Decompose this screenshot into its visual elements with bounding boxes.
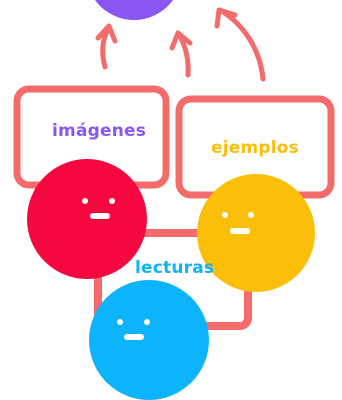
arrow-right [217,7,266,82]
blue-face-mouth [124,334,144,340]
arrowhead-left [95,23,118,44]
yellow-face [197,174,315,292]
ejemplos-label: ejemplos [211,138,299,158]
blue-face-right-eye [144,319,150,325]
arrowhead-middle [169,30,193,51]
blue-face-left-eye [117,319,123,325]
red-face [27,159,147,279]
arrowhead-right [214,7,238,29]
yellow-face-left-eye [222,212,228,218]
red-face-right-eye [109,198,115,204]
blue-face [89,280,209,400]
lecturas-label: lecturas [135,258,215,278]
top-circle [95,0,173,20]
red-face-mouth [90,213,110,219]
imagenes-label: imágenes [52,121,147,141]
yellow-face-mouth [230,228,250,234]
yellow-face-right-eye [248,212,254,218]
red-face-left-eye [82,198,88,204]
